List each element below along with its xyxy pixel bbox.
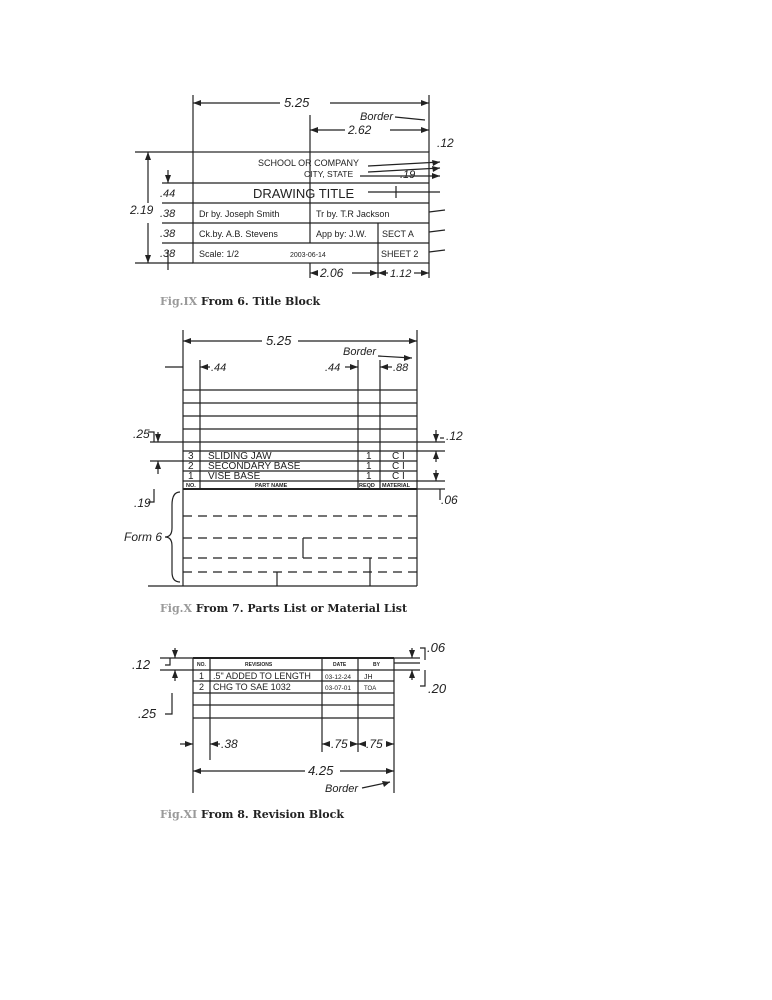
rev-date-1: 03-12-24 bbox=[325, 674, 351, 681]
sheet-label: SHEET 2 bbox=[381, 249, 418, 259]
header-part-name: PART NAME bbox=[255, 483, 288, 489]
caption-text: From 7. Parts List or Material List bbox=[195, 602, 408, 615]
part-reqd-3: 1 bbox=[366, 451, 372, 462]
rev-header-no: NO. bbox=[197, 662, 207, 668]
dim-bottom-right: 1.12 bbox=[390, 268, 411, 280]
caption-number: Fig.XI bbox=[160, 808, 198, 821]
dim-border-label: Border bbox=[325, 783, 359, 795]
title-block-frame bbox=[192, 151, 430, 264]
rev-header-date: DATE bbox=[333, 662, 347, 668]
rev-text-2: CHG TO SAE 1032 bbox=[213, 682, 291, 692]
part-material-1: C I bbox=[392, 471, 405, 482]
part-reqd-2: 1 bbox=[366, 461, 372, 472]
dim-material-width: .88 bbox=[393, 362, 409, 374]
caption-number: Fig.X bbox=[160, 602, 193, 615]
rev-no-1: 1 bbox=[199, 671, 204, 681]
parts-list-figure: 5.25 Border .44 .44 .88 .25 .12 .19 .06 … bbox=[124, 330, 463, 615]
checked-by: Ck.by. A.B. Stevens bbox=[199, 229, 278, 239]
dim-row4: .38 bbox=[160, 248, 176, 260]
dim-reqd-width: .44 bbox=[325, 362, 340, 374]
header-reqd: REQD bbox=[359, 483, 375, 489]
rev-header-revisions: REVISIONS bbox=[245, 662, 273, 668]
parts-list-drawing: 5.25 Border .44 .44 .88 .25 .12 .19 .06 … bbox=[124, 330, 463, 587]
header-material: MATERIAL bbox=[382, 483, 411, 489]
dim-date-width: .75 bbox=[331, 737, 348, 751]
rev-no-2: 2 bbox=[199, 682, 204, 692]
part-no-3: 3 bbox=[188, 451, 194, 462]
dim-top-right: .06 bbox=[427, 640, 446, 655]
dim-by-width: .75 bbox=[366, 737, 383, 751]
dim-no-width: .38 bbox=[221, 737, 238, 751]
scale-label: Scale: 1/2 bbox=[199, 249, 239, 259]
dim-border-label: Border bbox=[343, 346, 377, 358]
revision-block-drawing: .06 .12 .20 .25 .38 .75 .75 4.25 Border … bbox=[132, 640, 447, 795]
part-name-2: SECONDARY BASE bbox=[208, 461, 301, 472]
rev-text-1: .5" ADDED TO LENGTH bbox=[213, 671, 311, 681]
rev-header-by: BY bbox=[373, 662, 381, 668]
title-block-figure: 5.25 Border 2.62 .12 2.19 .44 .38 .38 .3… bbox=[0, 0, 772, 308]
dim-left-bottom: .25 bbox=[138, 706, 157, 721]
dim-right-width: 2.62 bbox=[347, 123, 372, 137]
dim-no-width: .44 bbox=[211, 362, 226, 374]
dim-bottom-left: 2.06 bbox=[319, 266, 344, 280]
caption-fig-ix: Fig.IX From 6. Title Block bbox=[160, 295, 320, 308]
part-name-3: SLIDING JAW bbox=[208, 451, 272, 462]
form-label: Form 6 bbox=[124, 530, 162, 544]
part-material-3: C I bbox=[392, 451, 405, 462]
drawing-title: DRAWING TITLE bbox=[253, 186, 354, 201]
header-no: NO. bbox=[186, 483, 196, 489]
dim-row2: .38 bbox=[160, 208, 176, 220]
part-no-1: 1 bbox=[188, 471, 194, 482]
dim-row-height: .25 bbox=[133, 427, 150, 441]
city-state: CITY, STATE bbox=[304, 169, 353, 179]
caption-text: From 8. Revision Block bbox=[201, 808, 344, 821]
caption-fig-x: Fig.X From 7. Parts List or Material Lis… bbox=[160, 602, 407, 615]
rev-by-2: TOA bbox=[364, 686, 376, 692]
caption-text: From 6. Title Block bbox=[201, 295, 321, 308]
dim-right-mid: .20 bbox=[428, 681, 447, 696]
dim-right-bottom: .06 bbox=[441, 493, 458, 507]
part-material-2: C I bbox=[392, 461, 405, 472]
dim-total-width: 5.25 bbox=[266, 333, 292, 348]
dim-top-gap: .12 bbox=[437, 136, 454, 150]
title-block-drawing: 5.25 Border 2.62 .12 2.19 .44 .38 .38 .3… bbox=[129, 95, 454, 280]
dim-total-width: 4.25 bbox=[308, 763, 334, 778]
dim-total-width: 5.25 bbox=[284, 95, 310, 110]
dim-row1: .44 bbox=[160, 188, 175, 200]
rev-date-2: 03-07-01 bbox=[325, 685, 351, 692]
dim-border-label: Border bbox=[360, 111, 394, 123]
caption-number: Fig.IX bbox=[160, 295, 198, 308]
drawn-by: Dr by. Joseph Smith bbox=[199, 209, 279, 219]
revision-block-figure: .06 .12 .20 .25 .38 .75 .75 4.25 Border … bbox=[132, 640, 447, 821]
traced-by: Tr by. T.R Jackson bbox=[316, 209, 389, 219]
part-name-1: VISE BASE bbox=[208, 471, 261, 482]
dim-header-height: .19 bbox=[134, 496, 151, 510]
sect-label: SECT A bbox=[382, 229, 414, 239]
dim-right-gap: .12 bbox=[446, 429, 463, 443]
date-stamp: 2003-06-14 bbox=[290, 252, 326, 259]
part-reqd-1: 1 bbox=[366, 471, 372, 482]
dim-line-gap: .19 bbox=[400, 169, 415, 181]
approved-by: App by: J.W. bbox=[316, 229, 367, 239]
dim-total-height: 2.19 bbox=[129, 203, 154, 217]
part-no-2: 2 bbox=[188, 461, 194, 472]
dim-row3: .38 bbox=[160, 228, 176, 240]
school-name: SCHOOL OR COMPANY bbox=[258, 158, 359, 168]
dim-left-top: .12 bbox=[132, 657, 151, 672]
caption-fig-xi: Fig.XI From 8. Revision Block bbox=[160, 808, 344, 821]
rev-by-1: JH bbox=[364, 674, 373, 681]
